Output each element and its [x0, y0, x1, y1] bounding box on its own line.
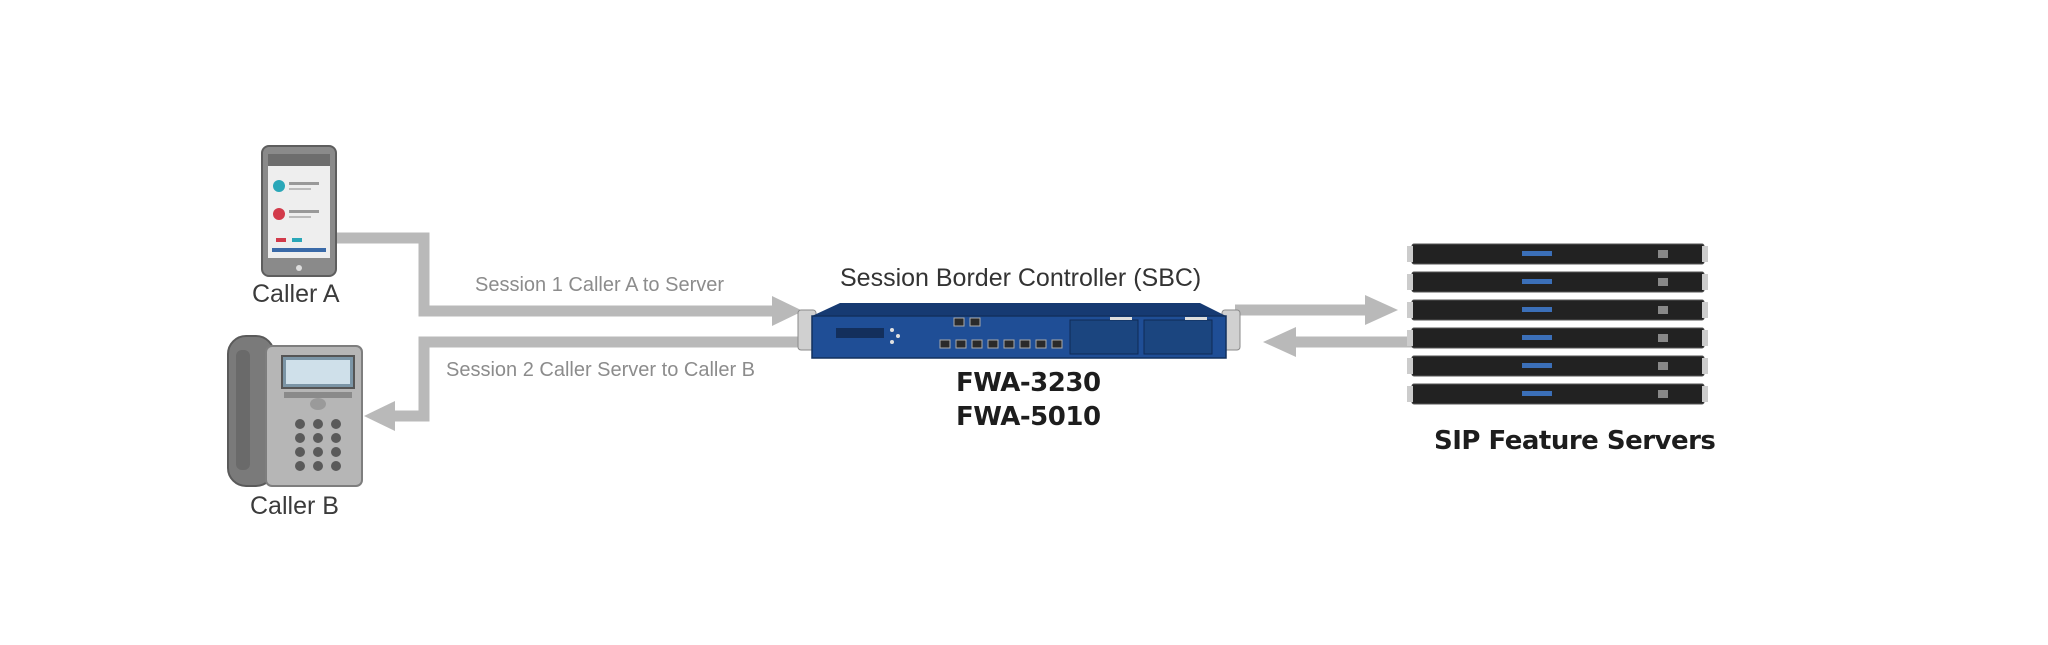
tablet-icon	[261, 145, 337, 277]
servers-label: SIP Feature Servers	[1434, 426, 1716, 456]
arrow-session1	[337, 232, 803, 326]
sbc-model-1: FWA-3230	[956, 368, 1101, 398]
caller-b-label: Caller B	[250, 492, 339, 520]
desk-phone-icon	[227, 335, 363, 487]
session2-label: Session 2 Caller Server to Caller B	[446, 359, 756, 381]
arrow-servers-to-sbc	[1263, 327, 1420, 357]
arrow-sbc-to-servers	[1235, 295, 1398, 325]
sbc-model-2: FWA-5010	[956, 402, 1101, 432]
sbc-appliance-icon	[797, 303, 1241, 359]
caller-a-label: Caller A	[252, 280, 340, 308]
sbc-title: Session Border Controller (SBC)	[840, 264, 1202, 292]
arrow-session2	[364, 336, 800, 431]
server-rack-icon	[1407, 243, 1708, 405]
session1-label: Session 1 Caller A to Server	[475, 274, 725, 296]
